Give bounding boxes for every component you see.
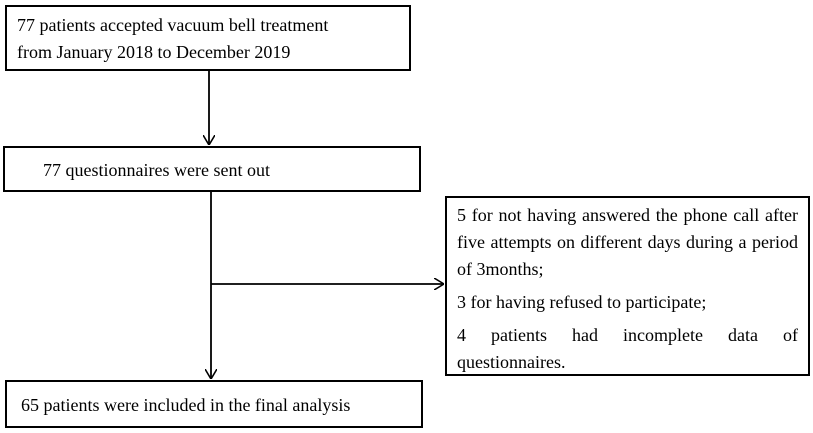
final-text: 65 patients were included in the final a… — [21, 395, 351, 415]
start-text-line-2: from January 2018 to December 2019 — [17, 42, 291, 62]
exclusion-reason-incomplete: 4 patients had incomplete data of questi… — [457, 325, 798, 372]
final-box: 65 patients were included in the final a… — [5, 380, 423, 428]
questionnaires-box: 77 questionnaires were sent out — [3, 146, 421, 192]
exclusion-reason-refused: 3 for having refused to participate; — [457, 292, 707, 312]
start-box: 77 patients accepted vacuum bell treatme… — [5, 5, 411, 71]
exclusion-reason-no-answer: 5 for not having answered the phone call… — [457, 205, 798, 279]
questionnaires-text: 77 questionnaires were sent out — [43, 160, 270, 180]
exclusions-box: 5 for not having answered the phone call… — [445, 196, 810, 376]
start-text-line-1: 77 patients accepted vacuum bell treatme… — [17, 15, 329, 35]
